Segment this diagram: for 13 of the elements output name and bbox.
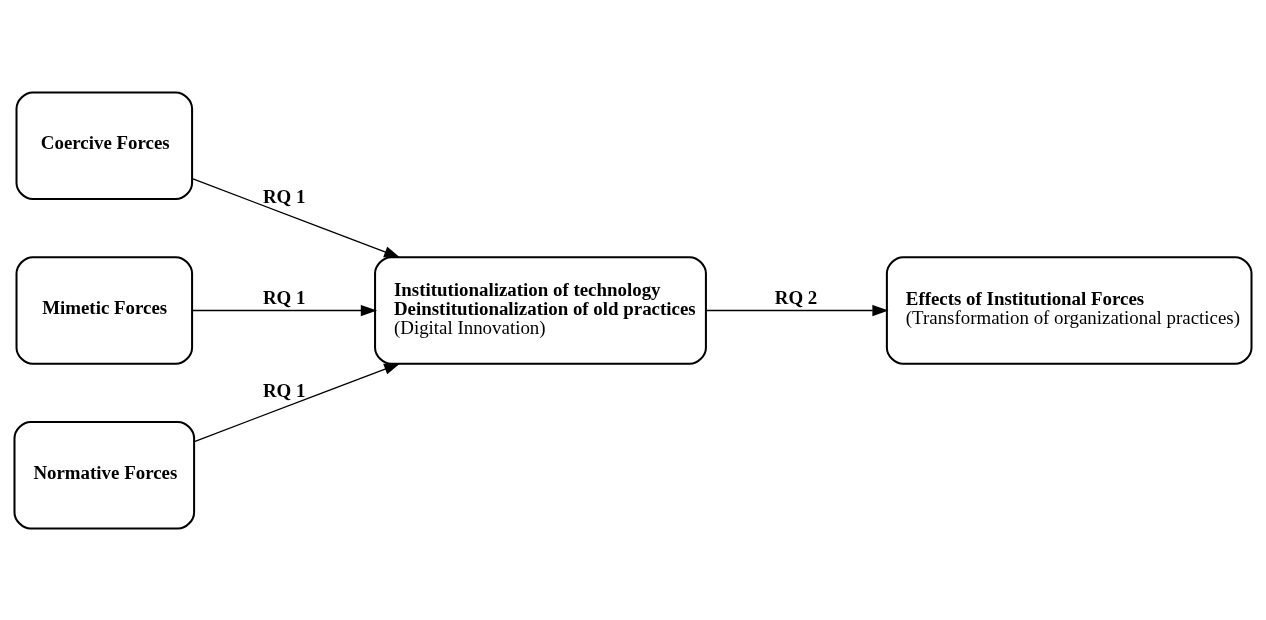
arrow [705,304,889,316]
node-box: Effects of Institutional Forces (Transformation of organizational practices) [885,255,1253,365]
node-box: Mimetic Forces [15,255,194,365]
arrow [193,362,401,442]
edge-label: RQ 1 [262,286,306,308]
node-box: Coercive Forces [15,90,194,200]
edge-label: RQ 1 [262,379,306,401]
arrow [191,304,378,316]
node-box: Institutionalization of technology Deinstitutionalization of old practices (Digital Innovation) [374,255,707,365]
edge-label: RQ 2 [774,286,818,308]
edge-label: RQ 1 [262,185,306,207]
node-box: Normative Forces [13,420,196,530]
arrow [191,177,401,258]
